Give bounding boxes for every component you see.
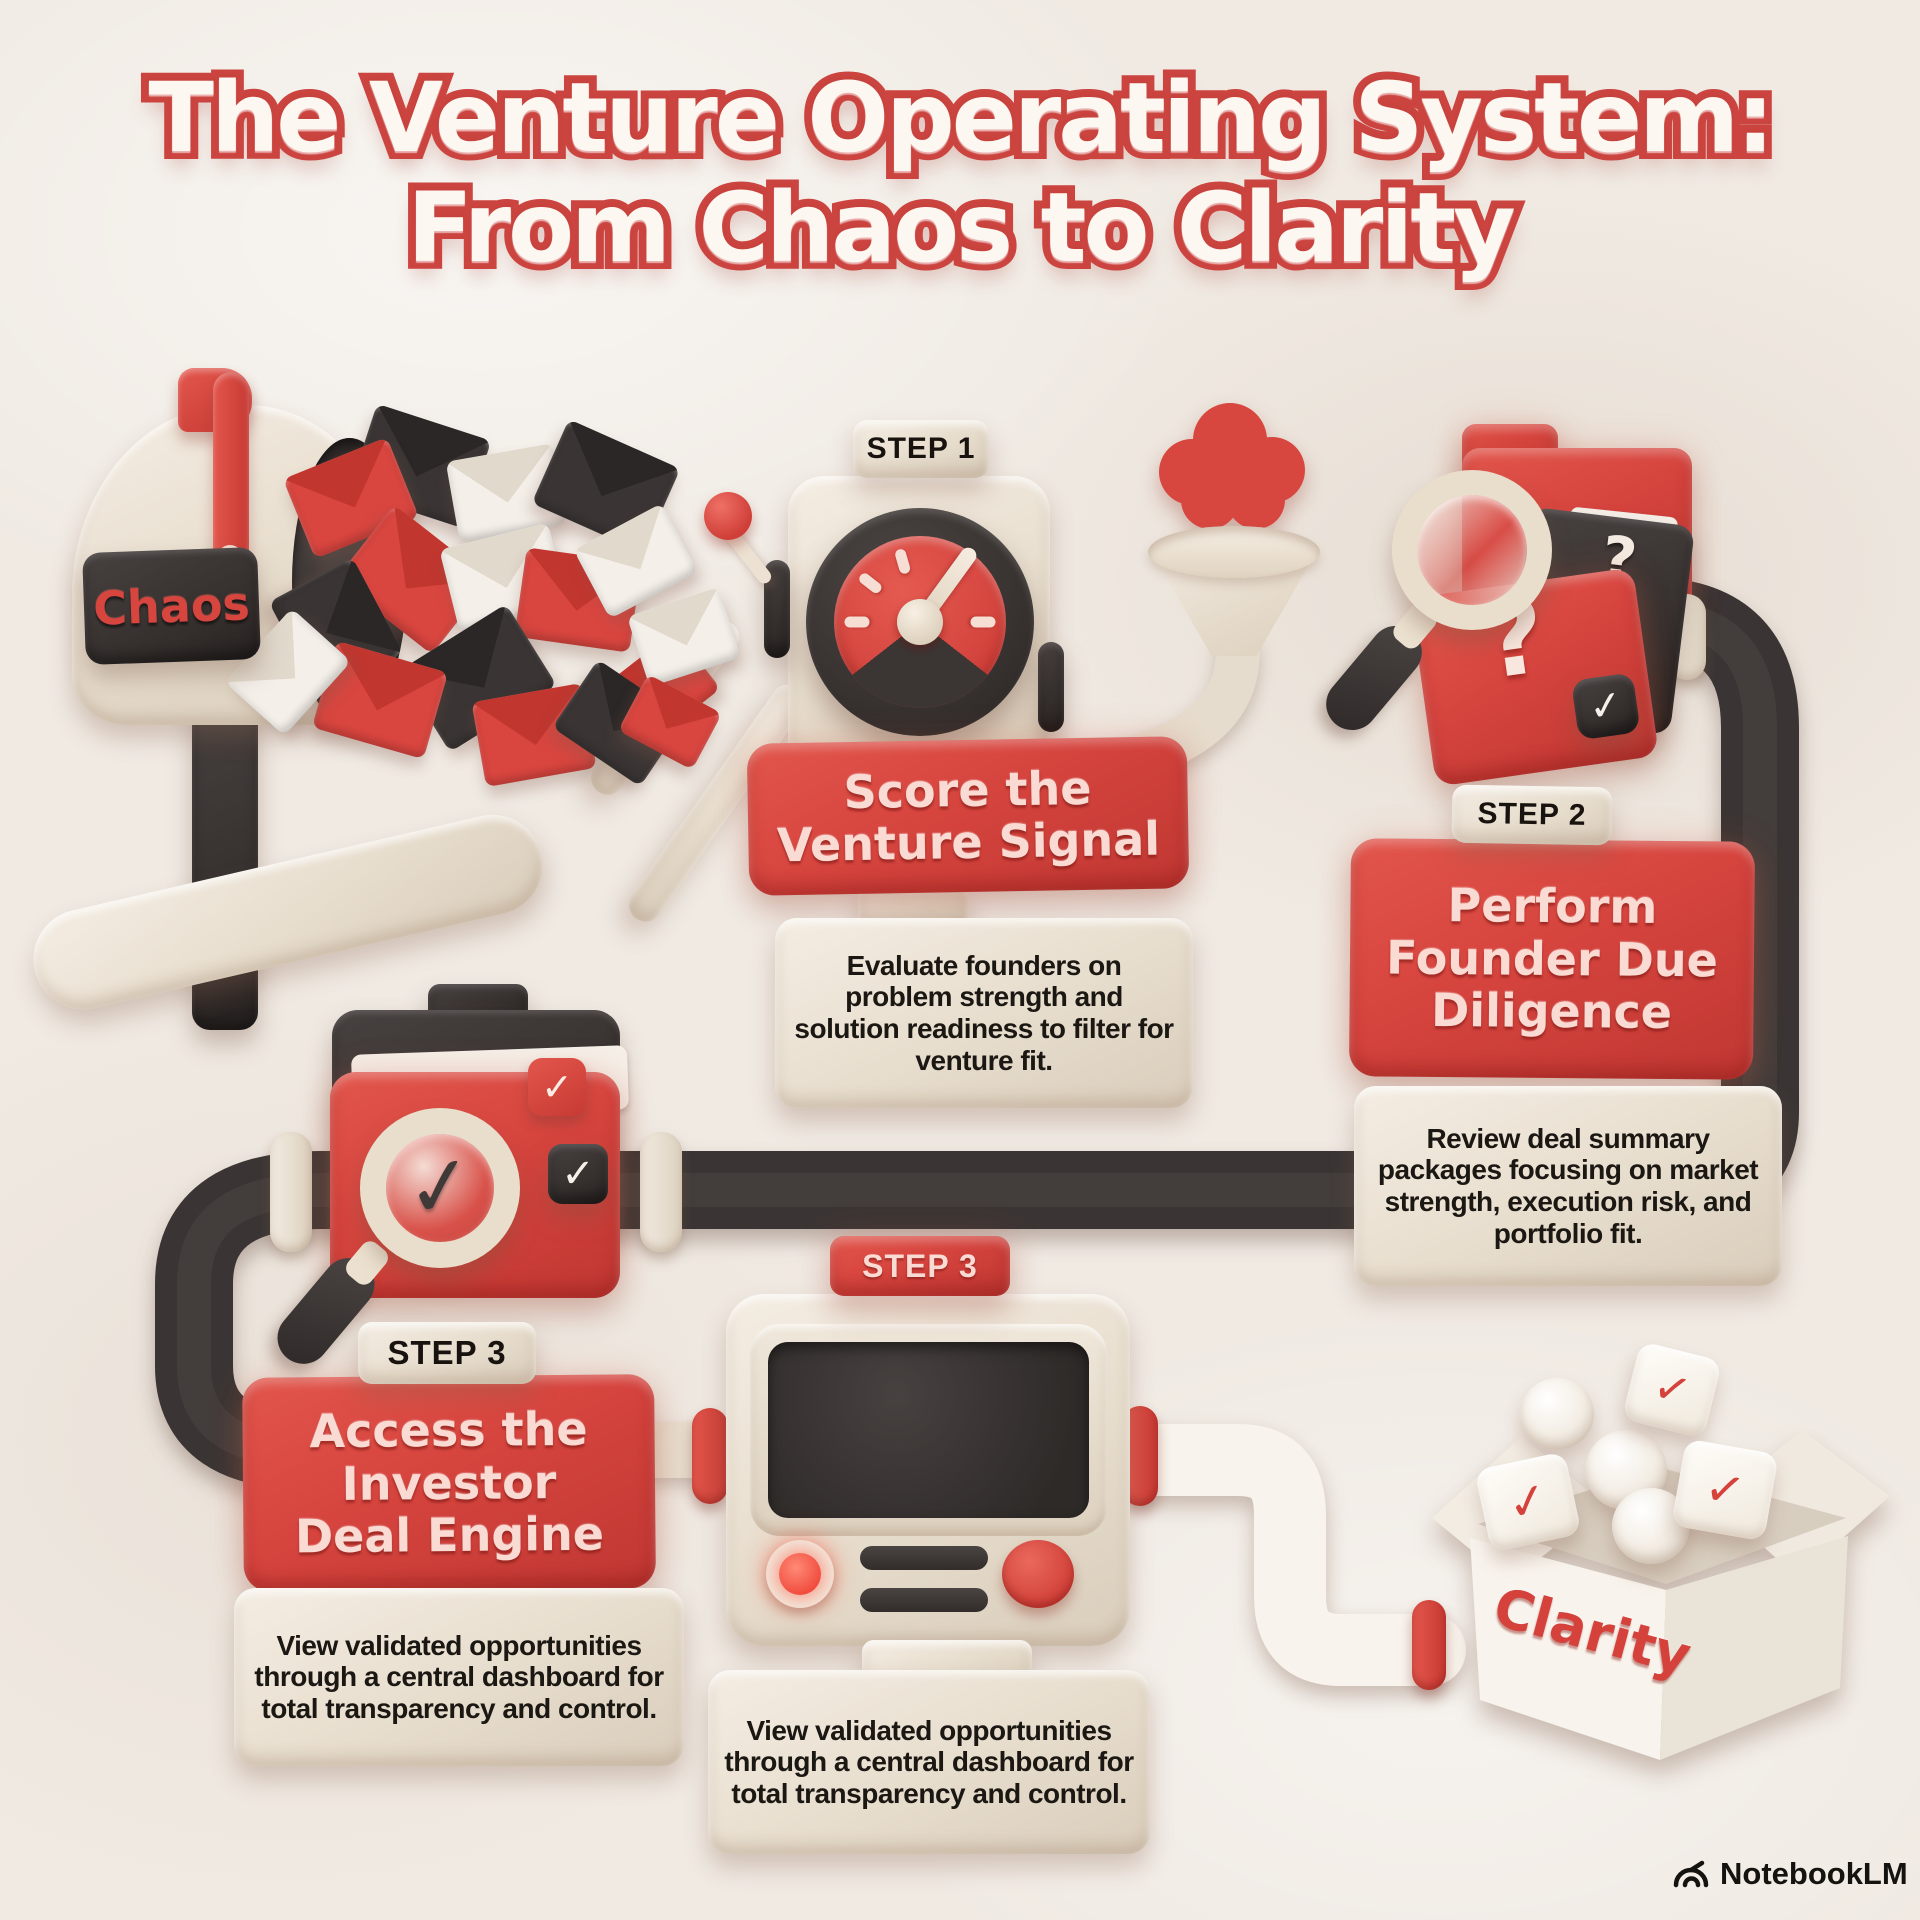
step2-label-chip: STEP 2 — [1451, 784, 1613, 846]
title-line1-outline: The Venture Operating System: — [140, 54, 1782, 182]
step2-heading-line: Diligence — [1430, 983, 1673, 1040]
step3-label-chip: STEP 3 — [358, 1322, 536, 1384]
check-badge: ✓ — [548, 1144, 608, 1204]
monitor-description: View validated opportunities through a c… — [724, 1714, 1134, 1809]
step2-heading-line: Perform — [1447, 878, 1658, 935]
monitor-step-chip: STEP 3 — [830, 1236, 1010, 1296]
page-subtitle: From Chaos to Clarity From Chaos to Clar… — [0, 164, 1920, 292]
gauge-face — [834, 536, 1006, 708]
white-pipe — [1114, 1424, 1466, 1686]
title-line2-outline: From Chaos to Clarity — [399, 164, 1523, 292]
title-line1: The Venture Operating System: — [148, 62, 1774, 174]
watermark-text: NotebookLM — [1720, 1856, 1908, 1891]
gauge-hub — [897, 599, 943, 645]
step1-heading-line: Venture Signal — [776, 811, 1161, 873]
glow-button-icon — [779, 1553, 821, 1595]
lever-ball-icon — [704, 492, 752, 540]
step2-description-card: Review deal summary packages focusing on… — [1354, 1086, 1782, 1286]
box-face-left — [1470, 1538, 1666, 1760]
notebooklm-logo-icon — [1673, 1860, 1709, 1888]
gauge-dial — [806, 508, 1034, 736]
step2-chip-label: STEP 2 — [1477, 797, 1587, 832]
pipe-coupler — [692, 1408, 728, 1504]
gauge-side-knob — [1038, 642, 1064, 732]
pipe-coupler — [640, 1132, 682, 1252]
step3-chip-label: STEP 3 — [387, 1334, 507, 1371]
check-icon: ✓ — [1700, 1458, 1750, 1522]
chaos-label: Chaos — [92, 576, 251, 636]
check-cube-icon: ✓ — [1671, 1438, 1779, 1542]
signal-blob-icon — [1159, 403, 1305, 529]
pipe-coupler — [1412, 1600, 1446, 1690]
gauge-tick — [970, 616, 996, 628]
step1-description: Evaluate founders on problem strength an… — [794, 949, 1174, 1076]
monitor-slot-bar — [860, 1588, 988, 1612]
step1-banner: Score the Venture Signal — [746, 736, 1190, 896]
step3-description: View validated opportunities through a c… — [254, 1629, 664, 1724]
monitor-red-button — [1002, 1540, 1074, 1608]
watermark: NotebookLM — [1672, 1856, 1908, 1892]
magnifier-check-icon: ✓ — [399, 1135, 481, 1240]
pipe-coupler — [270, 1132, 312, 1252]
step2-banner: Perform Founder Due Diligence — [1348, 838, 1756, 1080]
step1-label-chip: STEP 1 — [853, 420, 989, 478]
monitor-slot-bar — [860, 1546, 988, 1570]
monitor-chip-label: STEP 3 — [862, 1247, 978, 1284]
monitor-description-card: View validated opportunities through a c… — [708, 1670, 1150, 1854]
step3-description-card: View validated opportunities through a c… — [234, 1588, 684, 1766]
gauge-tick — [844, 616, 870, 628]
title-line2: From Chaos to Clarity — [407, 172, 1515, 284]
check-icon: ✓ — [1585, 681, 1626, 732]
chaos-plaque: Chaos — [82, 546, 261, 666]
magnifier-icon — [1392, 470, 1552, 630]
check-icon: ✓ — [1648, 1360, 1697, 1419]
sphere-icon — [1520, 1378, 1594, 1450]
magnifier-icon: ✓ — [360, 1108, 520, 1268]
step3-heading-line: Deal Engine — [294, 1506, 605, 1564]
step3-heading-line: Access the — [309, 1402, 588, 1459]
check-badge: ✓ — [528, 1058, 586, 1116]
funnel-rim — [1148, 526, 1320, 578]
step3-banner: Access the Investor Deal Engine — [242, 1374, 656, 1592]
step3-heading-line: Investor — [341, 1454, 557, 1511]
check-icon: ✓ — [561, 1151, 595, 1197]
monitor-screen — [768, 1342, 1089, 1518]
box-face-right — [1660, 1536, 1848, 1760]
step1-chip-label: STEP 1 — [866, 432, 976, 465]
step2-description: Review deal summary packages focusing on… — [1377, 1122, 1759, 1249]
page-title: The Venture Operating System: The Ventur… — [0, 54, 1920, 182]
check-badge: ✓ — [1570, 672, 1641, 741]
step2-heading-line: Founder Due — [1385, 930, 1719, 988]
check-icon: ✓ — [1502, 1470, 1554, 1534]
step1-description-card: Evaluate founders on problem strength an… — [775, 918, 1193, 1108]
step1-heading-line: Score the — [843, 760, 1092, 819]
mailbox-flag-pole — [213, 372, 249, 570]
check-icon: ✓ — [541, 1065, 573, 1109]
